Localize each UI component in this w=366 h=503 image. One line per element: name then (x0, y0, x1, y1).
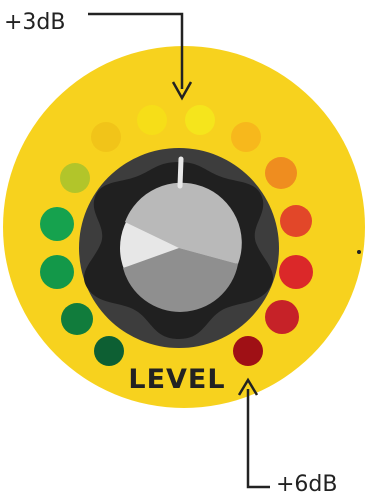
knob-label: LEVEL (128, 364, 225, 395)
led-indicator (40, 255, 74, 289)
led-indicator (265, 157, 297, 189)
led-indicator (233, 336, 263, 366)
led-indicator (91, 122, 121, 152)
top-callout-label: +3dB (4, 12, 66, 34)
led-indicator (280, 205, 312, 237)
led-indicator (137, 105, 167, 135)
led-indicator (265, 300, 299, 334)
led-indicator (185, 105, 215, 135)
bottom-callout-label: +6dB (276, 474, 338, 496)
bottom-callout-leader (248, 389, 270, 487)
led-indicator (94, 336, 124, 366)
knob-indicator-line (180, 159, 181, 186)
led-indicator (60, 163, 90, 193)
decorative-dot (357, 250, 361, 254)
led-indicator (40, 207, 74, 241)
led-indicator (231, 122, 261, 152)
led-indicator (61, 303, 93, 335)
led-indicator (279, 255, 313, 289)
